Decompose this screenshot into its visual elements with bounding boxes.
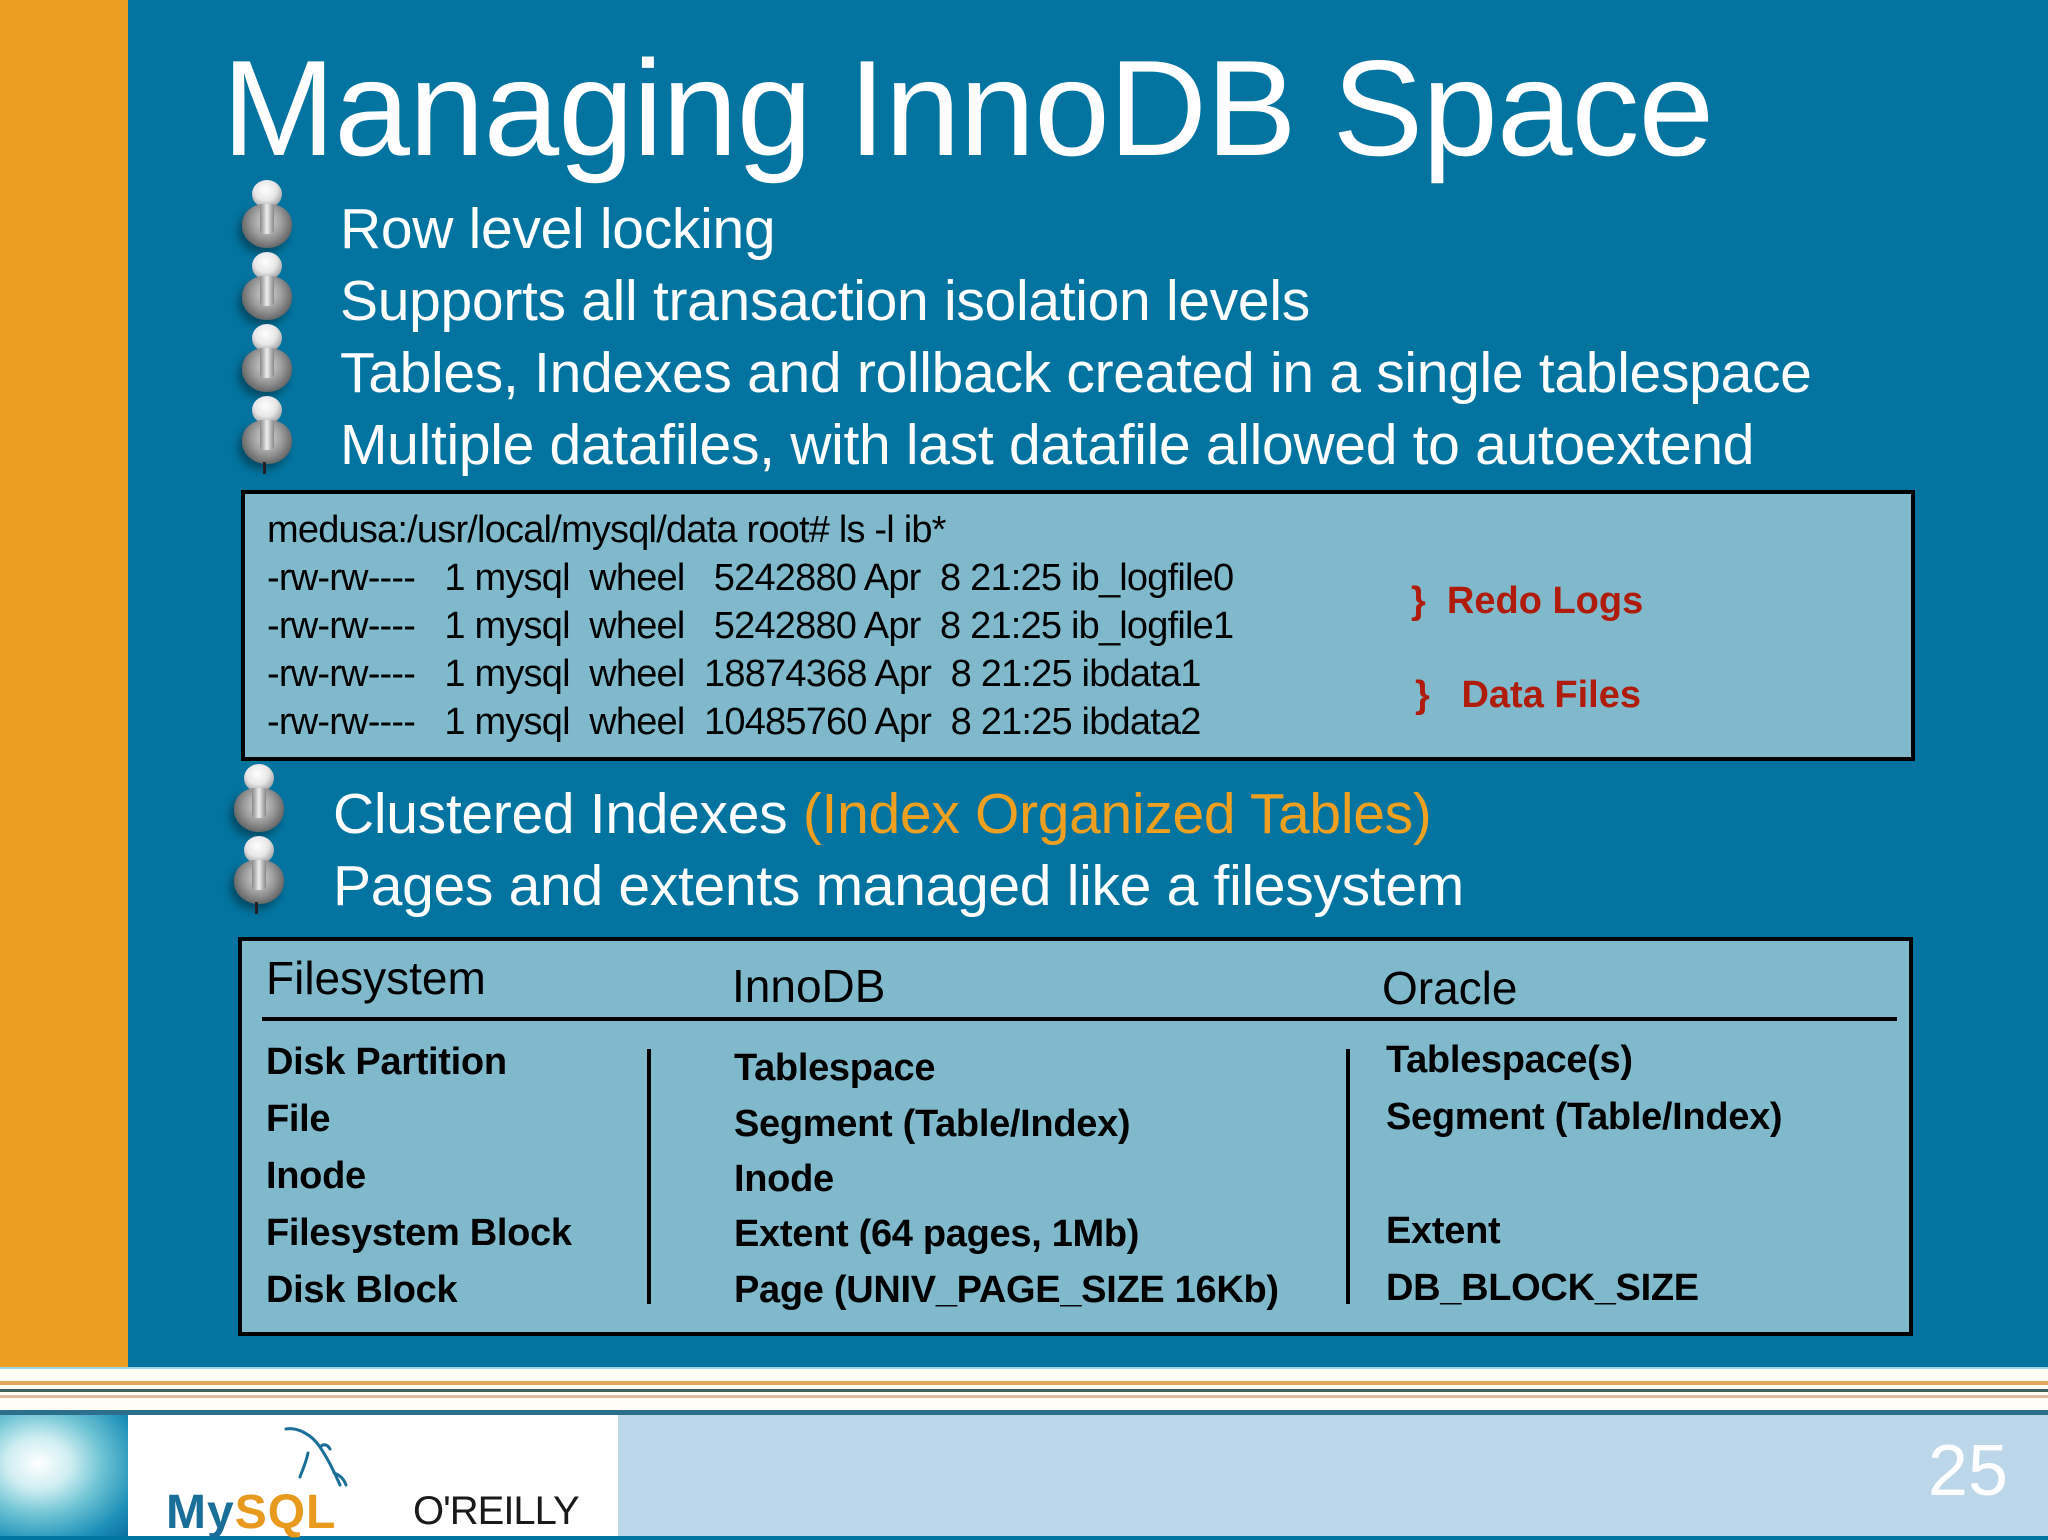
header-divider [262,1017,1897,1021]
terminal-row: -rw-rw---- 1 mysql wheel 5242880 Apr 8 2… [267,605,1234,647]
terminal-row: -rw-rw---- 1 mysql wheel 5242880 Apr 8 2… [267,557,1234,599]
oreilly-logo: O'REILLY [413,1489,580,1533]
page-number: 25 [1927,1431,2008,1511]
bullet-text: Row level locking [340,197,776,261]
pushpin-bullet-icon [230,836,286,914]
bullet-highlight-text: (Index Organized Tables) [802,782,1432,846]
terminal-row: -rw-rw---- 1 mysql wheel 10485760 Apr 8 … [267,701,1201,743]
bullet-item: Multiple datafiles, with last datafile a… [340,409,1754,481]
table-cell: DB_BLOCK_SIZE [1386,1267,1699,1309]
column-separator [1346,1049,1350,1304]
pushpin-bullet-icon [238,180,294,252]
table-cell: Disk Block [266,1269,458,1311]
bullet-item: Tables, Indexes and rollback created in … [340,337,1812,409]
table-cell: Inode [266,1155,366,1197]
table-cell: Extent (64 pages, 1Mb) [734,1213,1140,1255]
bullet-text: Tables, Indexes and rollback created in … [340,341,1812,405]
bullet-item: Supports all transaction isolation level… [340,265,1310,337]
pushpin-bullet-icon [238,252,294,324]
table-cell: Tablespace [734,1047,936,1089]
bullet-text: Supports all transaction isolation level… [340,269,1310,333]
mysql-logo-sql: SQL [234,1486,337,1539]
bullet-item: Pages and extents managed like a filesys… [333,850,1464,922]
pushpin-bullet-icon [230,764,286,836]
table-cell: Inode [734,1158,834,1200]
bullet-item: Clustered Indexes (Index Organized Table… [333,778,1432,850]
slide-title: Managing InnoDB Space [222,32,1714,184]
slide-footer: MySQL O'REILLY 25 [0,1410,2048,1539]
column-separator [647,1049,651,1304]
column-header-filesystem: Filesystem [266,952,486,1004]
redo-logs-label: } Redo Logs [1411,580,1644,622]
data-files-label: } Data Files [1415,674,1641,716]
table-cell: Segment (Table/Index) [734,1103,1131,1145]
bullet-item: Row level locking [340,193,776,265]
table-cell: Segment (Table/Index) [1386,1096,1783,1138]
bullet-text: Clustered Indexes (Index Organized Table… [333,781,1432,847]
mysql-logo-my: My [166,1486,235,1539]
terminal-row: -rw-rw---- 1 mysql wheel 18874368 Apr 8 … [267,653,1201,695]
comparison-table: Filesystem InnoDB Oracle Disk Partition … [238,937,1913,1336]
footer-divider [0,1410,2048,1415]
bullet-main-text: Clustered Indexes [333,782,803,846]
pushpin-bullet-icon [238,324,294,396]
pushpin-bullet-icon [238,396,294,474]
table-cell: File [266,1098,331,1140]
mysql-dolphin-icon [284,1427,348,1487]
column-header-oracle: Oracle [1382,962,1518,1014]
bullet-text: Multiple datafiles, with last datafile a… [340,413,1755,477]
bullet-text: Pages and extents managed like a filesys… [333,854,1464,918]
terminal-output-box: medusa:/usr/local/mysql/data root# ls -l… [241,490,1915,761]
logo-panel: MySQL O'REILLY [128,1415,618,1539]
left-accent-bar [0,0,128,1367]
table-cell: Disk Partition [266,1041,507,1083]
wave-image [0,1415,128,1536]
footer-stripes [0,1367,2048,1412]
mysql-logo: MySQL [166,1485,336,1540]
terminal-command: medusa:/usr/local/mysql/data root# ls -l… [267,509,946,551]
column-header-innodb: InnoDB [732,960,886,1012]
table-cell: Tablespace(s) [1386,1039,1633,1081]
table-cell: Extent [1386,1210,1501,1252]
table-cell: Filesystem Block [266,1212,572,1254]
table-cell: Page (UNIV_PAGE_SIZE 16Kb) [734,1269,1279,1311]
